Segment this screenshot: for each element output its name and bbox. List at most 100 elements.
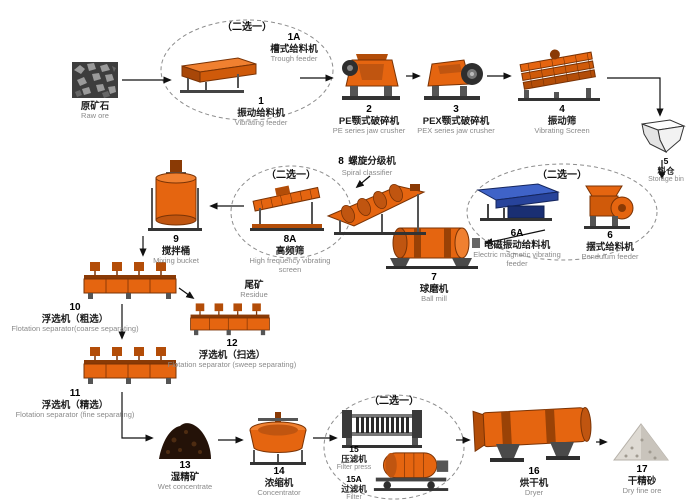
dryer-name-cn: 烘干机 bbox=[519, 478, 549, 489]
pex-jaw-crusher-number: 3 bbox=[453, 104, 459, 115]
wet-concentrate-image bbox=[156, 416, 214, 462]
flotation-coarse-label: 10 浮选机（粗选） Flotation separator(coarse se… bbox=[0, 302, 150, 334]
trough-feeder-name-cn: 槽式给料机 bbox=[270, 44, 318, 55]
pex-jaw-crusher-name-en: PEX series jaw crusher bbox=[417, 126, 495, 136]
residue-label: 尾矿 Residue bbox=[224, 280, 284, 300]
mixing-bucket-number: 9 bbox=[173, 234, 179, 245]
mixing-bucket-label: 9 搅拌桶 Mixing bucket bbox=[134, 234, 218, 266]
filter-press-label: 15 压滤机 Filter press bbox=[322, 444, 386, 472]
high-frequency-screen-name-en: High frequency vibrating screen bbox=[249, 256, 331, 274]
filter-press-name-cn: 压滤机 bbox=[341, 454, 367, 465]
concentrator-number: 14 bbox=[273, 466, 285, 477]
dry-fine-ore-name-en: Dry fine ore bbox=[622, 486, 662, 496]
trough-feeder-machine bbox=[176, 56, 258, 94]
flotation-sweep-name-en: Flotation separator (sweep separating) bbox=[167, 360, 297, 370]
spiral-classifier-number: 8 bbox=[338, 156, 344, 167]
flotation-fine-number: 11 bbox=[69, 388, 81, 399]
vibrating-screen-label: 4 振动筛 Vibrating Screen bbox=[518, 104, 606, 136]
filter-press-machine bbox=[340, 402, 424, 448]
pendulum-feeder-name-en: Pendulum feeder bbox=[581, 252, 639, 262]
mixing-bucket-name-cn: 搅拌桶 bbox=[161, 246, 191, 257]
pex-jaw-crusher-name-cn: PEX颚式破碎机 bbox=[422, 116, 490, 127]
pex-jaw-crusher-label: 3 PEX颚式破碎机 PEX series jaw crusher bbox=[404, 104, 508, 136]
dryer-machine bbox=[472, 398, 602, 466]
vibrating-screen-name-en: Vibrating Screen bbox=[534, 126, 590, 136]
spiral-classifier-machine bbox=[326, 180, 434, 236]
wet-concentrate-number: 13 bbox=[179, 460, 191, 471]
vibrating-screen-name-cn: 振动筛 bbox=[547, 116, 577, 127]
ball-mill-label: 7 球磨机 Ball mill bbox=[398, 272, 470, 304]
concentrator-machine bbox=[246, 410, 310, 466]
pendulum-feeder-name-cn: 摆式给料机 bbox=[586, 242, 634, 253]
residue-name-cn: 尾矿 bbox=[244, 280, 264, 291]
dry-fine-ore-name-cn: 干精砂 bbox=[627, 476, 657, 487]
flotation-sweep-number: 12 bbox=[226, 338, 238, 349]
spiral-classifier-name-cn: 螺旋分级机 bbox=[348, 156, 396, 167]
vibrating-screen-machine bbox=[514, 48, 604, 102]
drum-filter-machine bbox=[372, 448, 452, 492]
raw-ore-name-en: Raw ore bbox=[81, 111, 109, 121]
high-frequency-screen-machine bbox=[248, 182, 328, 232]
flotation-fine-label: 11 浮选机（精选） Flotation separator (fine sep… bbox=[0, 388, 150, 420]
filter-press-number: 15 bbox=[349, 444, 359, 454]
residue-name-en: Residue bbox=[240, 290, 268, 300]
flotation-fine-name-en: Flotation separator (fine separating) bbox=[15, 410, 135, 420]
flotation-fine-name-cn: 浮选机（精选） bbox=[41, 400, 109, 411]
flotation-coarse-name-cn: 浮选机（粗选） bbox=[41, 314, 109, 325]
spiral-classifier-name-en: Spiral classifier bbox=[341, 168, 393, 178]
high-frequency-screen-name-cn: 高频筛 bbox=[275, 246, 305, 257]
dry-fine-ore-image bbox=[610, 420, 672, 464]
pex-jaw-crusher-machine bbox=[422, 56, 484, 102]
pe-jaw-crusher-machine bbox=[338, 50, 404, 102]
flotation-coarse-machine bbox=[82, 258, 178, 300]
flotation-coarse-name-en: Flotation separator(coarse separating) bbox=[11, 324, 139, 334]
pe-jaw-crusher-name-en: PE series jaw crusher bbox=[332, 126, 406, 136]
flotation-sweep-name-cn: 浮选机（扫选） bbox=[198, 350, 266, 361]
flotation-fine-machine bbox=[82, 342, 178, 386]
filter-label: 15A 过滤机 Filter bbox=[322, 474, 386, 500]
vibrating-feeder-name-cn: 振动给料机 bbox=[237, 108, 285, 119]
flotation-coarse-number: 10 bbox=[69, 302, 81, 313]
ball-mill-number: 7 bbox=[431, 272, 437, 283]
storage-bin-number: 5 bbox=[663, 156, 669, 166]
trough-feeder-label: 1A 槽式给料机 Trough feeder bbox=[254, 32, 334, 64]
vibrating-feeder-name-en: Vibrating feeder bbox=[234, 118, 288, 128]
pe-jaw-crusher-label: 2 PE颚式破碎机 PE series jaw crusher bbox=[316, 104, 422, 136]
electromagnetic-feeder-number: 6A bbox=[510, 228, 524, 239]
flotation-sweep-label: 12 浮选机（扫选） Flotation separator (sweep se… bbox=[164, 338, 300, 370]
spiral-classifier-label: 8 螺旋分级机 Spiral classifier bbox=[312, 150, 422, 177]
pe-jaw-crusher-number: 2 bbox=[366, 104, 372, 115]
electromagnetic-feeder-label: 6A 电磁振动给料机 Electric magnetic vibrating f… bbox=[464, 228, 570, 268]
ball-mill-name-en: Ball mill bbox=[421, 294, 447, 304]
electromagnetic-feeder-machine bbox=[474, 182, 562, 226]
filter-number: 15A bbox=[346, 474, 362, 484]
filter-name-en: Filter bbox=[346, 494, 362, 500]
electromagnetic-feeder-name-cn: 电磁振动给料机 bbox=[483, 240, 551, 251]
filter-name-cn: 过滤机 bbox=[341, 484, 367, 495]
choose-one-label-filters: （二选一） bbox=[369, 396, 419, 407]
wet-concentrate-name-cn: 湿精矿 bbox=[170, 472, 200, 483]
pendulum-feeder-machine bbox=[570, 184, 642, 230]
trough-feeder-name-en: Trough feeder bbox=[270, 54, 318, 64]
pendulum-feeder-number: 6 bbox=[607, 230, 613, 241]
flotation-sweep-machine bbox=[188, 300, 272, 336]
choose-one-label-feeders: （二选一） bbox=[222, 22, 272, 33]
raw-ore-name-cn: 原矿石 bbox=[80, 101, 110, 112]
concentrator-name-cn: 浓缩机 bbox=[264, 478, 294, 489]
storage-bin-label: 5 料仓 Storage bin bbox=[638, 156, 694, 184]
high-frequency-screen-label: 8A 高频筛 High frequency vibrating screen bbox=[238, 234, 342, 274]
trough-feeder-number: 1A bbox=[287, 32, 301, 43]
electromagnetic-feeder-name-en: Electric magnetic vibrating feeder bbox=[473, 250, 561, 268]
dry-fine-ore-number: 17 bbox=[636, 464, 648, 475]
dry-fine-ore-label: 17 干精砂 Dry fine ore bbox=[604, 464, 680, 496]
concentrator-name-en: Concentrator bbox=[257, 488, 301, 498]
wet-concentrate-label: 13 湿精矿 Wet concentrate bbox=[142, 460, 228, 492]
ball-mill-name-cn: 球磨机 bbox=[419, 284, 449, 295]
storage-bin-shape bbox=[636, 118, 688, 158]
pe-jaw-crusher-name-cn: PE颚式破碎机 bbox=[338, 116, 400, 127]
storage-bin-name-en: Storage bin bbox=[648, 176, 684, 184]
dryer-label: 16 烘干机 Dryer bbox=[494, 466, 574, 498]
vibrating-screen-number: 4 bbox=[559, 104, 565, 115]
concentrator-label: 14 浓缩机 Concentrator bbox=[240, 466, 318, 498]
filter-press-name-en: Filter press bbox=[336, 464, 372, 472]
